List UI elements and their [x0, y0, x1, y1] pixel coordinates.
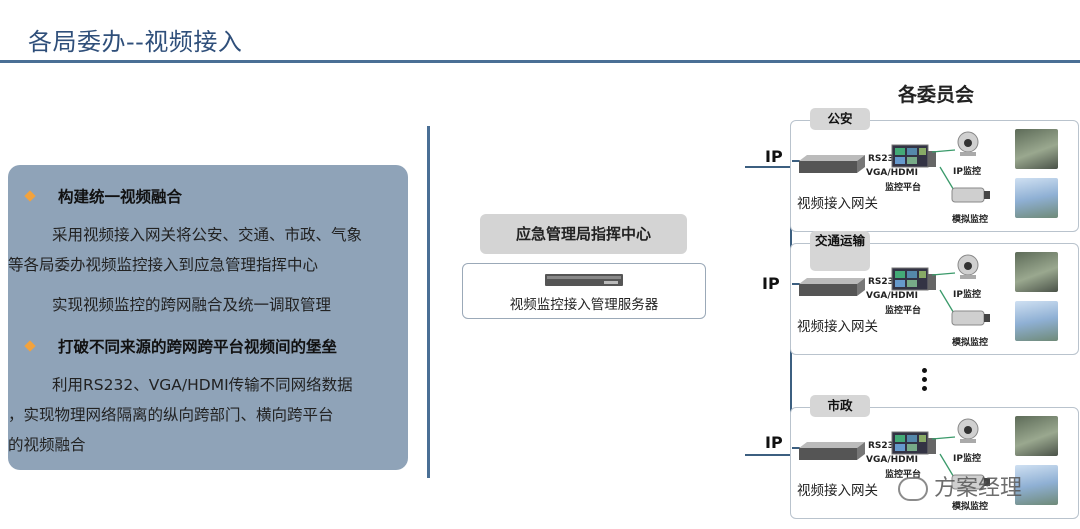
- ip-feed-line: [792, 283, 800, 285]
- paragraph-line: ，实现物理网络隔离的纵向跨部门、横向跨平台: [8, 406, 334, 424]
- analog-camera-label: 模拟监控: [952, 338, 989, 348]
- surveillance-thumbnail: [1015, 129, 1058, 169]
- ip-camera-icon: [957, 131, 979, 156]
- rack-server-icon: [545, 274, 623, 286]
- server-label: 视频监控接入管理服务器: [509, 297, 659, 313]
- wechat-icon: [898, 477, 928, 501]
- analog-camera-icon: [951, 310, 990, 326]
- diamond-bullet-icon: [24, 340, 36, 352]
- gateway-device-icon: [799, 442, 865, 460]
- surveillance-thumbnail: [1015, 301, 1058, 341]
- ip-camera-icon: [957, 254, 979, 279]
- analog-camera-icon: [951, 187, 990, 203]
- ip-camera-label: IP监控: [953, 290, 981, 300]
- gateway-label: 视频接入网关: [797, 196, 878, 212]
- committee-tag: 公安: [810, 108, 870, 130]
- gateway-device-icon: [799, 155, 865, 173]
- monitoring-platform-icon: [891, 144, 936, 168]
- gateway-device-icon: [799, 278, 865, 296]
- ip-camera-icon: [957, 418, 979, 443]
- connection-lines: [931, 436, 956, 480]
- vga-label: VGA/HDMI: [866, 455, 918, 465]
- rs232-label: RS232: [868, 277, 901, 287]
- watermark: 方案经理: [898, 470, 1022, 502]
- analog-camera-icon: [951, 474, 990, 490]
- gateway-label: 视频接入网关: [797, 319, 878, 335]
- ip-feed-line: [745, 166, 791, 168]
- bullet-heading-2: 打破不同来源的跨网跨平台视频间的堡垒: [24, 335, 337, 357]
- rs232-label: RS232: [868, 154, 901, 164]
- diamond-bullet-icon: [24, 190, 36, 202]
- committee-tag: 交通运输: [810, 231, 870, 271]
- ip-label: IP: [765, 147, 783, 166]
- surveillance-thumbnail: [1015, 465, 1058, 505]
- surveillance-thumbnail: [1015, 178, 1058, 218]
- committees-title: 各委员会: [898, 84, 975, 106]
- server-box: 视频监控接入管理服务器: [462, 263, 706, 319]
- ip-feed-line: [745, 454, 791, 456]
- surveillance-thumbnail: [1015, 252, 1058, 292]
- ip-label: IP: [765, 433, 783, 452]
- ip-camera-label: IP监控: [953, 454, 981, 464]
- monitoring-platform-icon: [891, 431, 936, 455]
- rs232-label: RS232: [868, 441, 901, 451]
- ip-camera-label: IP监控: [953, 167, 981, 177]
- platform-label: 监控平台: [885, 183, 922, 193]
- paragraph-line: 的视频融合: [8, 436, 86, 454]
- gateway-label: 视频接入网关: [797, 483, 878, 499]
- vertical-divider: [427, 126, 430, 478]
- analog-camera-label: 模拟监控: [952, 215, 989, 225]
- connection-lines: [931, 272, 956, 316]
- page-title: 各局委办--视频接入: [28, 28, 243, 56]
- paragraph-line: 等各局委办视频监控接入到应急管理指挥中心: [8, 256, 319, 274]
- description-panel: 构建统一视频融合 采用视频接入网关将公安、交通、市政、气象 等各局委办视频监控接…: [8, 165, 408, 470]
- command-center-box: 应急管理局指挥中心: [480, 214, 687, 254]
- platform-label: 监控平台: [885, 470, 922, 480]
- analog-camera-label: 模拟监控: [952, 502, 989, 512]
- vga-label: VGA/HDMI: [866, 291, 918, 301]
- surveillance-thumbnail: [1015, 416, 1058, 456]
- bullet-heading-1: 构建统一视频融合: [24, 185, 182, 207]
- title-divider: [0, 60, 1080, 63]
- paragraph-line: 利用RS232、VGA/HDMI传输不同网络数据: [52, 376, 353, 394]
- connection-lines: [931, 149, 956, 193]
- ip-feed-line: [792, 447, 800, 449]
- ip-label: IP: [762, 274, 780, 293]
- ip-feed-line: [792, 160, 800, 162]
- paragraph-line: 采用视频接入网关将公安、交通、市政、气象: [52, 226, 363, 244]
- more-groups-ellipsis: [921, 368, 929, 395]
- platform-label: 监控平台: [885, 306, 922, 316]
- vga-label: VGA/HDMI: [866, 168, 918, 178]
- monitoring-platform-icon: [891, 267, 936, 291]
- paragraph-line: 实现视频监控的跨网融合及统一调取管理: [52, 296, 332, 314]
- committee-tag: 市政: [810, 395, 870, 417]
